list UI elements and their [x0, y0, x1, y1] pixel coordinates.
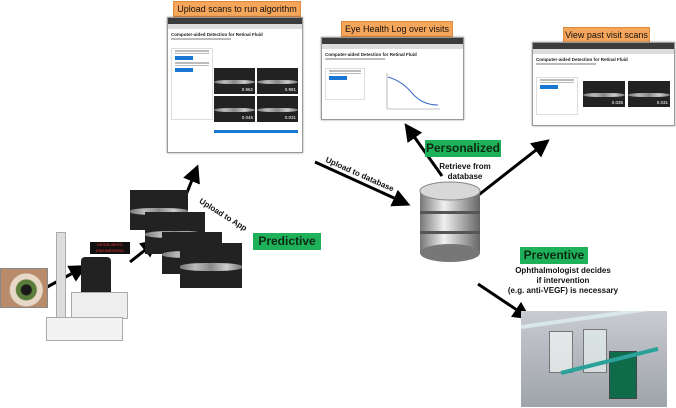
- vial-icon: [549, 331, 573, 373]
- syringe-icon: [521, 311, 660, 329]
- past-scan-1: 0.035: [583, 81, 625, 107]
- label-retrieve-from-database: Retrieve from database: [439, 162, 491, 181]
- result-scan-4: 0.031: [257, 96, 298, 122]
- app-screenshot-upload: Computer-aided Detection for Retinal Flu…: [167, 17, 303, 153]
- eye-photo: [0, 268, 48, 308]
- database-icon: [419, 181, 481, 262]
- past-scan-2: 0.031: [628, 81, 670, 107]
- eye-health-trend-plot: [386, 73, 440, 110]
- app-screenshot-past-scans: Computer-aided Detection for Retinal Flu…: [532, 42, 675, 126]
- app-screenshot-log: Computer-aided Detection for Retinal Flu…: [321, 37, 464, 120]
- label-view-past-scans: View past visit scans: [563, 27, 650, 43]
- app-title: Computer-aided Detection for Retinal Flu…: [171, 32, 263, 37]
- device-brand-label: HEIDELBERG ENGINEERING: [90, 242, 130, 254]
- oct-scan-4: [180, 243, 242, 288]
- arrow-app-to-database: [314, 160, 411, 207]
- label-eye-health-log: Eye Health Log over visits: [341, 21, 453, 37]
- treatment-photo: [521, 311, 667, 407]
- label-preventive: Preventive: [520, 247, 588, 264]
- result-scan-2: 0.981: [257, 68, 298, 94]
- result-scan-3: 0.045: [214, 96, 255, 122]
- label-predictive: Predictive: [253, 233, 321, 250]
- result-scan-1: 0.962: [214, 68, 255, 94]
- arrow-database-to-treatment: [477, 282, 531, 320]
- label-ophthalmologist-decides: Ophthalmologist decides if intervention …: [507, 266, 619, 295]
- label-personalized: Personalized: [425, 140, 501, 157]
- label-upload-scans: Upload scans to run algorithm: [173, 1, 301, 17]
- arrow-database-to-past-scans: [475, 139, 550, 199]
- oct-device: HEIDELBERG ENGINEERING: [36, 232, 130, 342]
